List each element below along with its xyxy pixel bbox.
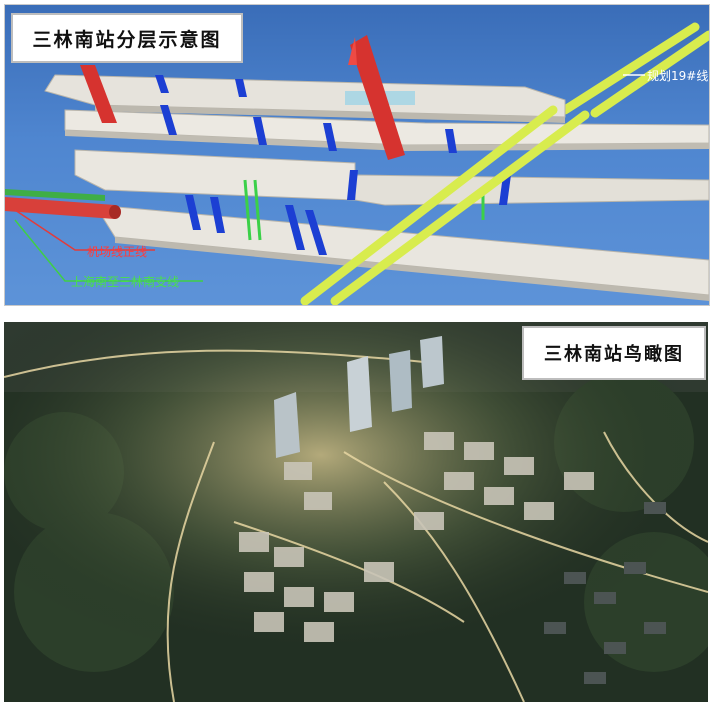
label-leader-lines	[14, 74, 645, 282]
branch-line-tunnel	[5, 189, 105, 201]
line19-label: 规划19#线	[647, 69, 709, 83]
airport-line-tunnel	[5, 197, 121, 219]
lit-roads	[4, 349, 708, 702]
low-rise-blocks	[544, 502, 666, 684]
airport-line-label: 机场线正线	[87, 245, 148, 259]
green-vertical-links	[243, 179, 485, 241]
branch-line-label: 上海南至三林南支线	[71, 275, 180, 289]
office-towers	[274, 336, 444, 458]
line19-tubes	[560, 22, 709, 118]
residential-blocks	[239, 432, 594, 642]
aerial-view-title: 三林南站鸟瞰图	[522, 326, 706, 380]
layered-schematic-illustration	[5, 22, 709, 305]
aerial-view-illustration	[4, 322, 708, 702]
line19-tubes-foreground	[300, 105, 590, 305]
blue-escalators	[155, 75, 511, 255]
red-vertical-shafts	[80, 35, 405, 160]
schematic-title: 三林南站分层示意图	[11, 13, 243, 63]
upper-concourse-layer	[44, 74, 566, 123]
layered-schematic-panel: 三林南站分层示意图 规划19#线 机场线正线 上海南至三林南支线	[4, 4, 710, 306]
aerial-view-panel: 三林南站鸟瞰图	[4, 322, 708, 702]
